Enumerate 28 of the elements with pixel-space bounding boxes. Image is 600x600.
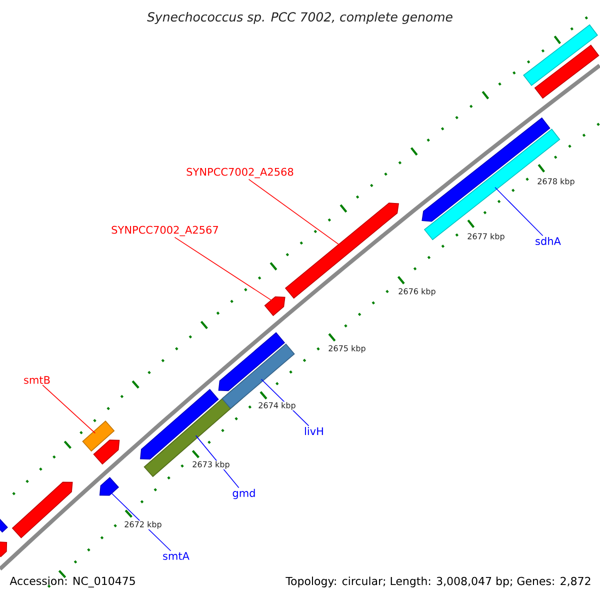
gene-block	[0, 517, 8, 533]
tick-label: 2672 kbp	[124, 520, 162, 530]
gene-block	[218, 332, 286, 392]
gene-block	[523, 24, 598, 86]
genome-summary-text: Topology: circular; Length: 3,008,047 bp; Genes: 2,872	[286, 576, 590, 588]
leader-line	[494, 186, 544, 236]
gene-block	[534, 44, 600, 99]
gene-label: gmd	[232, 488, 255, 500]
gene-block	[140, 388, 219, 460]
leader-line	[248, 178, 342, 246]
tick-label: 2674 kbp	[258, 402, 296, 410]
leader-line	[174, 236, 274, 302]
gene-block	[99, 476, 120, 496]
gene-label: smtB	[24, 376, 50, 384]
tick-label: 2673 kbp	[192, 460, 230, 470]
gene-label: sdhA	[536, 236, 561, 246]
title: Synechococcus sp. PCC 7002, complete genome	[147, 12, 452, 24]
gene-block	[0, 542, 8, 558]
tick-label: 2675 kbp	[328, 344, 366, 354]
tick-label: 2678 kbp	[536, 178, 576, 186]
gene-label: livH	[305, 427, 323, 435]
tick-label: 2676 kbp	[398, 288, 436, 296]
accession-text: Accession: NC_010475	[10, 576, 135, 588]
gene-label: SYNPCC7002_A2568	[186, 168, 294, 178]
leader-line	[42, 384, 96, 434]
gene-label: smtA	[163, 552, 190, 560]
gene-label: SYNPCC7002_A2567	[112, 226, 218, 236]
tick-label: 2677 kbp	[466, 232, 506, 242]
